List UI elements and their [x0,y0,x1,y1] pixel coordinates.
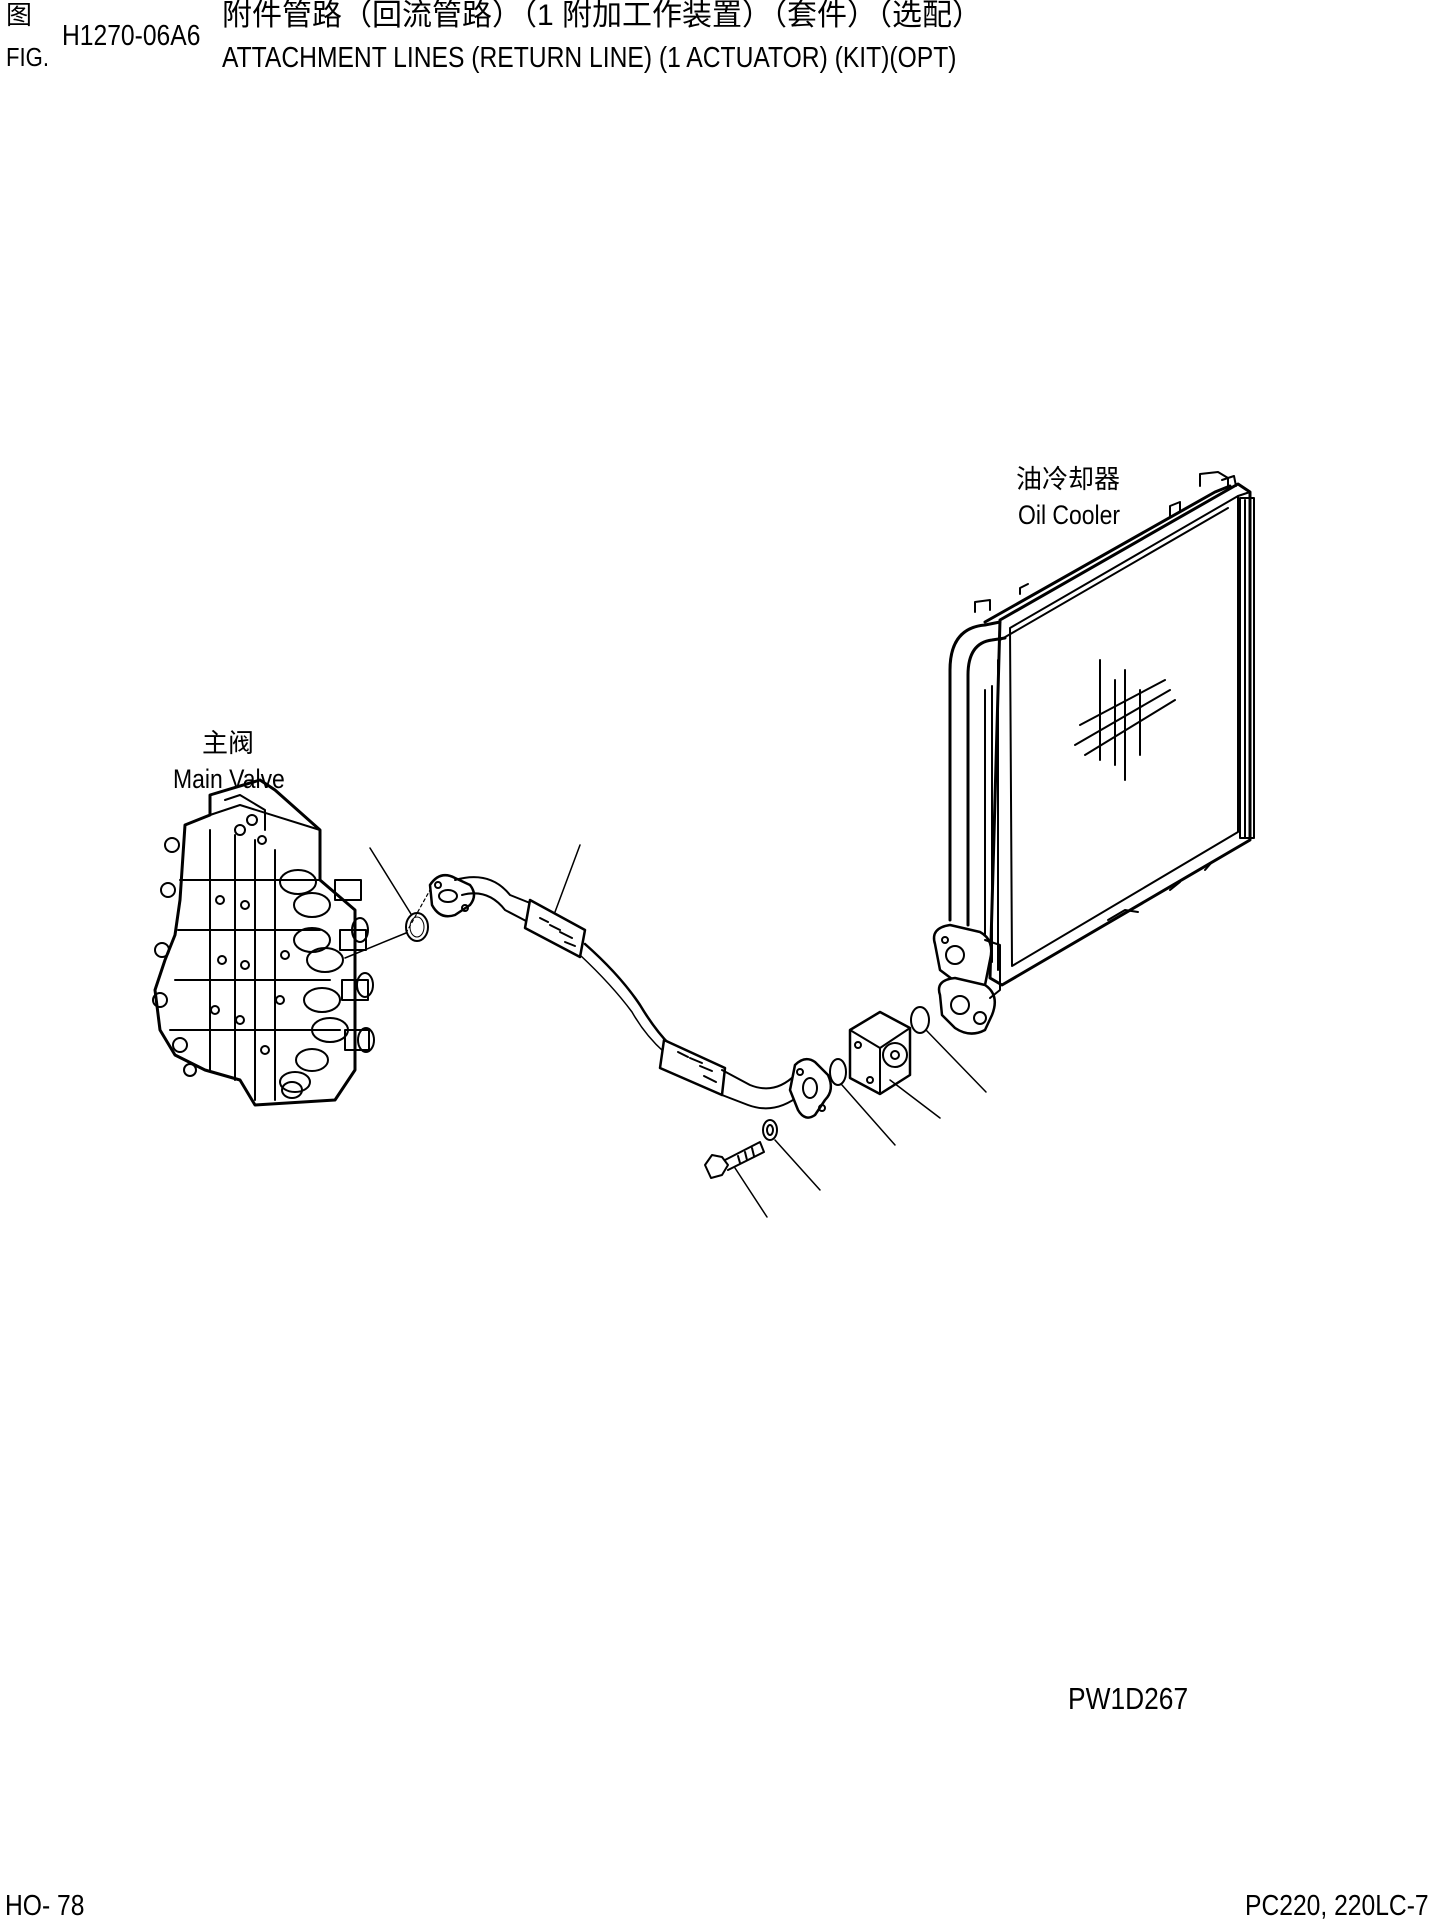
oil-cooler-label-zh: 油冷却器 [1016,464,1121,494]
page-title-zh: 附件管路（回流管路）（1 附加工作装置）（套件）（选配） [222,0,983,32]
fig-label-en: FIG. [6,42,49,72]
drawing-code: PW1D267 [1068,1681,1189,1716]
leader-lines [370,845,986,1217]
model-name: PC220, 220LC-7 [1245,1890,1429,1922]
page-title-en: ATTACHMENT LINES (RETURN LINE) (1 ACTUAT… [222,42,957,74]
small-parts-drawing [345,890,929,1178]
main-valve-label-en: Main Valve [173,764,285,794]
oil-cooler-label-en: Oil Cooler [1018,500,1121,530]
figure-number: H1270-06A6 [62,20,201,52]
fig-label-zh: 图 [6,0,33,30]
oil-cooler-drawing [934,472,1254,1034]
return-hose-drawing [430,875,831,1117]
main-valve-drawing [153,780,374,1105]
main-valve-label-zh: 主阀 [202,728,255,758]
page-number: HO- 78 [5,1890,85,1922]
